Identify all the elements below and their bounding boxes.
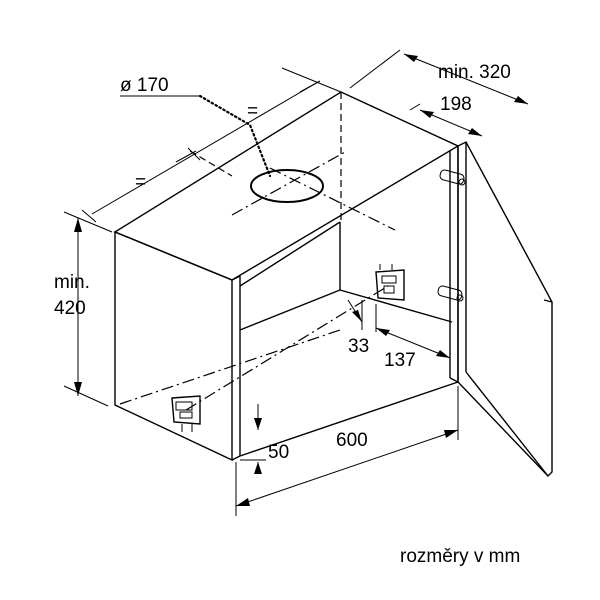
dim-min-height: min. 420 — [54, 211, 113, 407]
min-depth-label: min. 320 — [438, 62, 511, 83]
mounting-bracket-rear — [375, 264, 405, 301]
units-caption: rozměry v mm — [400, 546, 520, 567]
bracket-offset-label: 33 — [348, 336, 369, 357]
min-height-label-line1: min. — [54, 272, 90, 293]
dim-duct-diameter: ø 170 — [120, 75, 272, 178]
width-label: 600 — [336, 430, 368, 451]
dim-depth-198: 198 — [409, 94, 483, 137]
dim-width: 600 — [235, 386, 459, 516]
mounting-bracket-front — [171, 395, 201, 432]
cabinet-inner-bottom-edge — [239, 289, 341, 331]
equal-mark-1: = — [247, 101, 258, 122]
cabinet-inner-top-edge — [239, 221, 341, 287]
min-height-label-line2: 420 — [54, 298, 86, 319]
bracket-depth-label: 137 — [384, 350, 416, 371]
duct-diameter-label: ø 170 — [120, 75, 169, 96]
door-panel — [457, 141, 553, 478]
cabinet-top-face — [113, 91, 460, 281]
hinge-top — [439, 169, 466, 186]
bottom-offset-label: 50 — [268, 442, 289, 463]
equal-mark-2: = — [135, 172, 146, 193]
dim-bracket-offset: 33 — [347, 299, 369, 357]
cabinet-body — [113, 91, 460, 462]
depth-198-label: 198 — [440, 94, 472, 115]
duct-circle — [250, 169, 324, 203]
cabinet-left-panel — [114, 230, 233, 462]
hinge-top-plate — [439, 169, 465, 185]
dim-top-equal: = = — [81, 80, 321, 223]
dim-bracket-depth: 137 — [375, 304, 451, 371]
cabinet-door — [457, 141, 553, 478]
hinge-bottom — [437, 285, 464, 302]
dim-bottom-offset: 50 — [240, 404, 289, 474]
hinge-bottom-plate — [437, 285, 463, 301]
duct-opening — [189, 150, 396, 231]
dim-min-depth: min. 320 — [281, 49, 529, 105]
